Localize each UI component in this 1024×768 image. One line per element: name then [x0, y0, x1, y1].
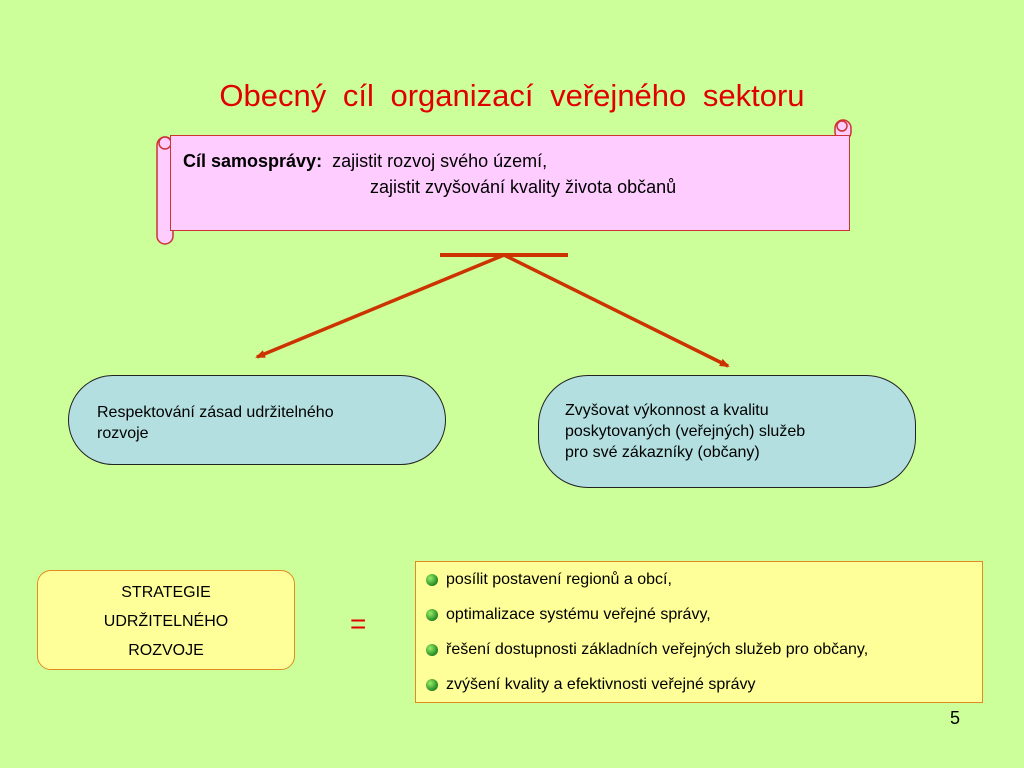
bullet-icon	[426, 574, 438, 586]
oval-right-line-2: poskytovaných (veřejných) služeb	[565, 423, 806, 440]
list-item: posílit postavení regionů a obcí,	[426, 569, 982, 604]
arrow-left	[255, 253, 505, 359]
bullet-icon	[426, 679, 438, 691]
oval-left-line-2: rozvoje	[97, 425, 149, 442]
arrow-right	[503, 253, 730, 368]
oval-right-line-3: pro své zákazníky (občany)	[565, 444, 760, 461]
oval-right-line-1: Zvyšovat výkonnost a kvalitu	[565, 402, 769, 419]
strategy-line-3: ROZVOJE	[128, 642, 204, 659]
bullet-icon	[426, 609, 438, 621]
list-item: zvýšení kvality a efektivnosti veřejné s…	[426, 674, 982, 709]
scroll-text-2: zajistit zvyšování kvality života občanů	[370, 177, 677, 197]
page-number: 5	[950, 708, 961, 728]
strategy-line-2: UDRŽITELNÉHO	[103, 613, 229, 630]
slide-title: Obecný cíl organizací veřejného sektoru	[219, 78, 805, 113]
scroll-label: Cíl samosprávy:	[183, 151, 323, 171]
goals-list: posílit postavení regionů a obcí, optima…	[415, 561, 983, 703]
oval-left-line-1: Respektování zásad udržitelného	[97, 404, 334, 421]
strategy-box: STRATEGIE UDRŽITELNÉHO ROZVOJE	[37, 570, 295, 670]
goal-text: řešení dostupnosti základních veřejných …	[446, 641, 869, 658]
goal-text: posílit postavení regionů a obcí,	[446, 571, 672, 588]
list-item: řešení dostupnosti základních veřejných …	[426, 639, 982, 674]
bullet-icon	[426, 644, 438, 656]
strategy-line-1: STRATEGIE	[121, 584, 211, 601]
list-item: optimalizace systému veřejné správy,	[426, 604, 982, 639]
scroll-line-1: Cíl samosprávy: zajistit rozvoj svého úz…	[183, 148, 547, 174]
performance-oval: Zvyšovat výkonnost a kvalitu poskytovaný…	[538, 375, 916, 488]
equals-sign: =	[350, 608, 367, 639]
goal-text: optimalizace systému veřejné správy,	[446, 606, 711, 623]
goal-scroll	[170, 135, 850, 231]
sustainability-oval: Respektování zásad udržitelného rozvoje	[68, 375, 446, 465]
scroll-text-1: zajistit rozvoj svého území,	[332, 151, 548, 171]
goal-text: zvýšení kvality a efektivnosti veřejné s…	[446, 676, 756, 693]
